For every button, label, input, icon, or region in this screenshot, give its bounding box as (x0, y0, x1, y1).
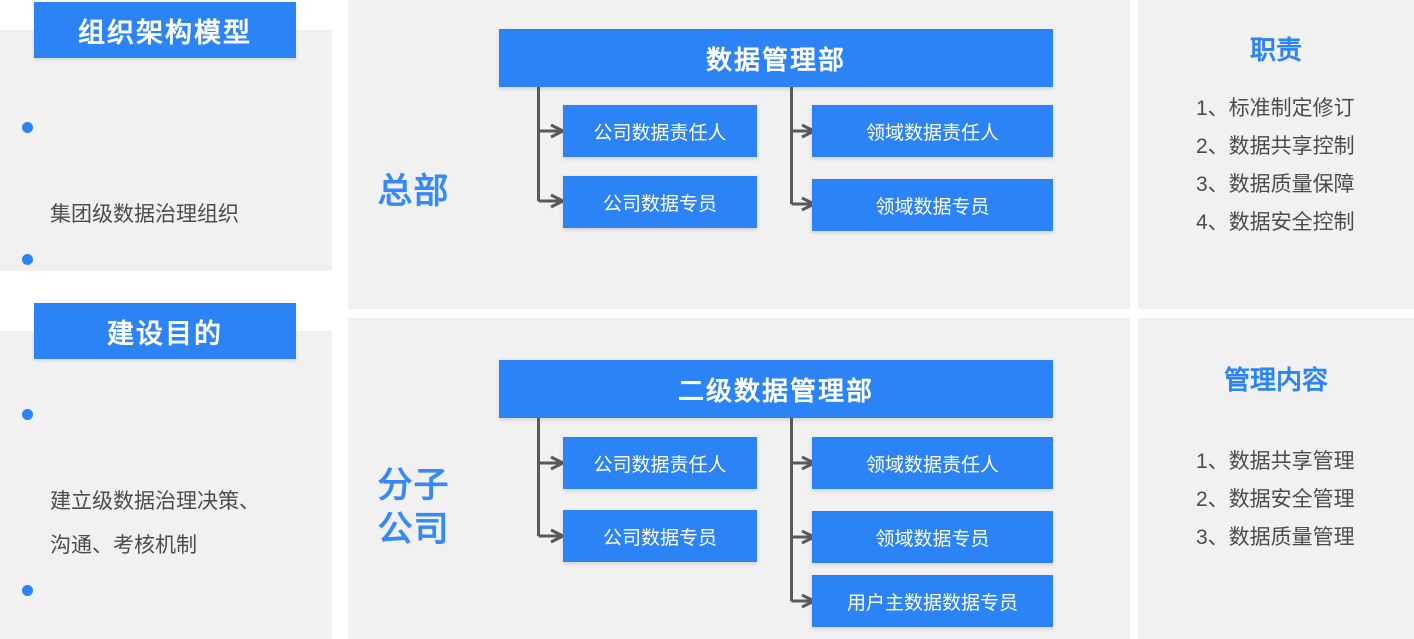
list-item: 推动落实数据治理工作 (0, 568, 332, 639)
org-box-hq-company-data-owner: 公司数据责任人 (563, 105, 757, 157)
sidebar-header-organization-model: 组织架构模型 (34, 2, 296, 58)
sidebar-list-construction-purpose: 建立级数据治理决策、 沟通、考核机制 推动落实数据治理工作 建立培训和推广机制 … (0, 392, 332, 639)
org-box-label: 领域数据专员 (875, 528, 990, 550)
org-head-box-secondary-data-management-dept: 二级数据管理部 (499, 360, 1053, 418)
org-side-label-headquarters: 总部 (361, 126, 466, 214)
org-box-label: 公司数据责任人 (593, 122, 727, 144)
list-item-label: 建立级数据治理决策、 沟通、考核机制 (50, 490, 260, 557)
sidebar-header-label: 组织架构模型 (78, 17, 252, 48)
org-box-sub-company-data-owner: 公司数据责任人 (563, 437, 757, 489)
list-item-label: 3、数据质量保障 (1196, 173, 1355, 196)
list-item-label: 1、数据共享管理 (1196, 450, 1355, 473)
org-box-sub-master-data-steward: 用户主数据数据专员 (812, 575, 1053, 627)
list-item-label: 1、标准制定修订 (1196, 97, 1355, 120)
list-item: 4、数据安全控制 (1196, 204, 1355, 242)
org-box-hq-domain-data-owner: 领域数据责任人 (812, 105, 1053, 157)
right-panel-list-responsibilities: 1、标准制定修订 2、数据共享控制 3、数据质量保障 4、数据安全控制 (1196, 90, 1355, 242)
org-box-label: 公司数据责任人 (593, 454, 727, 476)
list-item: 集团级数据治理组织 (0, 105, 332, 237)
list-item: 3、数据质量管理 (1196, 519, 1355, 557)
bullet-dot-icon (22, 585, 33, 596)
right-panel-title-label: 职责 (1249, 35, 1302, 65)
org-side-label-text: 分子 公司 (377, 466, 450, 549)
sidebar-panel-construction-purpose (0, 331, 332, 639)
list-item-label: 3、数据质量管理 (1196, 526, 1355, 549)
right-panel-responsibilities: 职责 1、标准制定修订 2、数据共享控制 3、数据质量保障 4、数据安全控制 (1138, 0, 1414, 309)
sidebar-header-construction-purpose: 建设目的 (34, 303, 296, 359)
list-item-label: 集团级数据治理组织 (50, 203, 239, 226)
bullet-dot-icon (22, 254, 33, 265)
org-head-label: 二级数据管理部 (677, 375, 874, 406)
bullet-dot-icon (22, 409, 33, 420)
bullet-dot-icon (22, 122, 33, 133)
org-box-label: 领域数据责任人 (865, 122, 999, 144)
right-panel-list-management-content: 1、数据共享管理 2、数据安全管理 3、数据质量管理 (1196, 443, 1355, 557)
org-head-label: 数据管理部 (705, 44, 846, 75)
org-box-hq-domain-data-steward: 领域数据专员 (812, 179, 1053, 231)
org-box-sub-company-data-steward: 公司数据专员 (563, 510, 757, 562)
list-item-label: 2、数据共享控制 (1196, 135, 1355, 158)
org-box-label: 用户主数据数据专员 (846, 592, 1018, 614)
org-box-label: 公司数据专员 (602, 193, 717, 215)
list-item: 建立级数据治理决策、 沟通、考核机制 (0, 392, 332, 568)
org-box-label: 公司数据专员 (602, 527, 717, 549)
org-box-label: 领域数据责任人 (865, 454, 999, 476)
org-side-label-text: 总部 (377, 172, 450, 211)
list-item: 1、数据共享管理 (1196, 443, 1355, 481)
list-item: 1、标准制定修订 (1196, 90, 1355, 128)
right-panel-title-responsibilities: 职责 (1138, 30, 1414, 67)
org-box-sub-domain-data-owner: 领域数据责任人 (812, 437, 1053, 489)
right-panel-title-management-content: 管理内容 (1138, 360, 1414, 397)
org-box-hq-company-data-steward: 公司数据专员 (563, 176, 757, 228)
list-item: 3、数据质量保障 (1196, 166, 1355, 204)
org-side-label-subsidiary: 分子 公司 (361, 420, 466, 552)
org-box-sub-domain-data-steward: 领域数据专员 (812, 511, 1053, 563)
list-item: 2、数据共享控制 (1196, 128, 1355, 166)
right-panel-title-label: 管理内容 (1223, 365, 1328, 395)
list-item-label: 2、数据安全管理 (1196, 488, 1355, 511)
sidebar-panel-organization-model (0, 30, 332, 271)
list-item-label: 4、数据安全控制 (1196, 211, 1355, 234)
right-panel-management-content: 管理内容 1、数据共享管理 2、数据安全管理 3、数据质量管理 (1138, 318, 1414, 639)
org-box-label: 领域数据专员 (875, 196, 990, 218)
list-item: 2、数据安全管理 (1196, 481, 1355, 519)
org-head-box-data-management-dept: 数据管理部 (499, 29, 1053, 87)
sidebar-header-label: 建设目的 (107, 318, 223, 349)
